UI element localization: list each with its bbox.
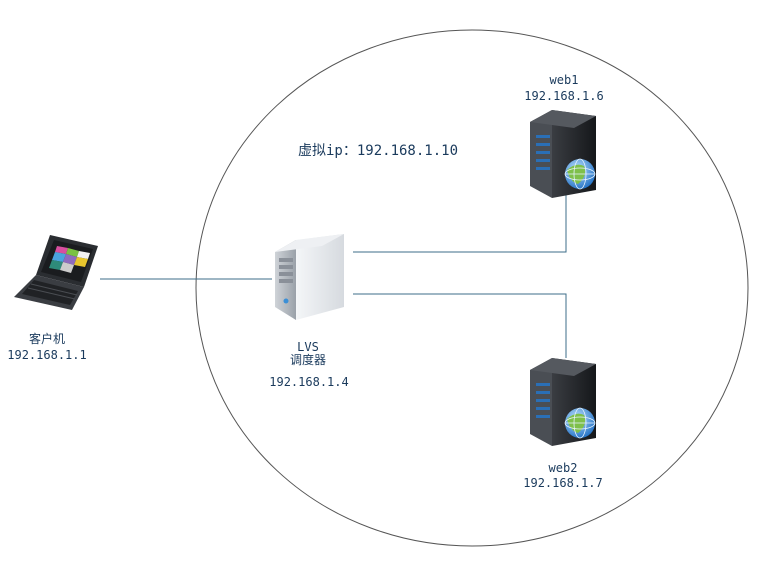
link-lvs-web1 <box>353 190 567 253</box>
lvs-role-label: 调度器 <box>289 353 326 367</box>
cluster-boundary <box>195 29 749 547</box>
lvs-ip-label: 192.168.1.4 <box>269 375 349 389</box>
client-ip-label: 192.168.1.1 <box>7 348 87 362</box>
link-lvs-web2 <box>353 293 567 358</box>
client-laptop-icon <box>14 235 98 310</box>
web1-name-label: web1 <box>549 73 579 87</box>
web2-server-icon <box>530 358 596 446</box>
web1-ip-label: 192.168.1.6 <box>524 89 604 103</box>
connections <box>100 190 567 358</box>
web1-server-icon <box>530 110 596 198</box>
virtual-ip-label: 虚拟ip：192.168.1.10 <box>298 143 459 159</box>
lvs-server-icon <box>275 234 344 320</box>
client-name-label: 客户机 <box>28 332 65 346</box>
web2-ip-label: 192.168.1.7 <box>523 476 603 490</box>
web2-name-label: web2 <box>548 461 578 475</box>
lvs-name-label: LVS <box>297 340 319 354</box>
